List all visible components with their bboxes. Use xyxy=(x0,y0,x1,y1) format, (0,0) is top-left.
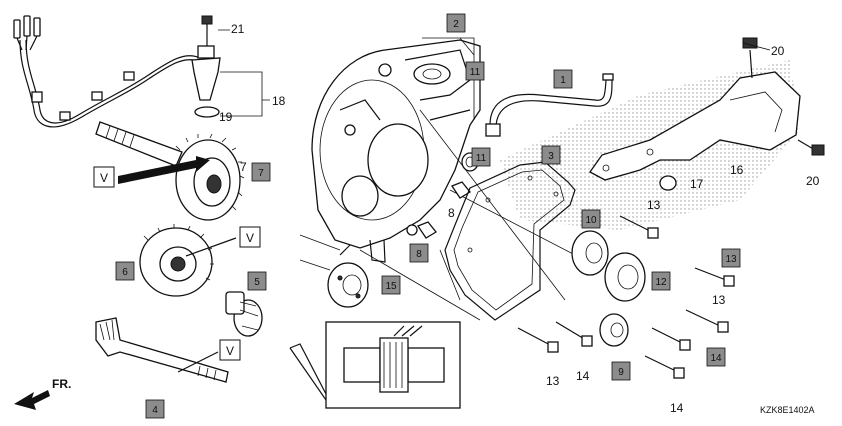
gear-6 xyxy=(139,224,214,297)
callout-17: 17 xyxy=(690,177,704,191)
box-label-14: 14 xyxy=(710,353,722,364)
cover-16 xyxy=(589,71,801,181)
callout-7: 7 xyxy=(240,160,247,174)
leader-20 xyxy=(742,42,771,51)
view-arrow-2 xyxy=(185,237,237,257)
final-shaft-gear-7 xyxy=(95,121,245,221)
callout-8: 8 xyxy=(448,206,455,220)
bearing-15 xyxy=(327,262,369,308)
view-arrow-3 xyxy=(177,351,219,373)
callout-18: 18 xyxy=(272,94,286,108)
bearing-detail-inset xyxy=(289,321,461,409)
callout-bracket-18 xyxy=(218,29,270,117)
callout-20-right: 20 xyxy=(806,174,820,188)
callout-13-a: 13 xyxy=(647,198,661,212)
box-label-9: 9 xyxy=(618,367,624,378)
box-label-13: 13 xyxy=(725,254,737,265)
pinion-5 xyxy=(225,291,263,337)
callout-13-c: 13 xyxy=(546,374,560,388)
callout-19: 19 xyxy=(219,110,233,124)
gasket-3 xyxy=(444,161,576,321)
view-markers: V V V xyxy=(93,166,261,361)
box-label-7: 7 xyxy=(258,168,264,179)
box-label-3: 3 xyxy=(548,151,554,162)
box-label-10: 10 xyxy=(585,215,597,226)
box-label-6: 6 xyxy=(122,267,128,278)
speed-sensor-harness xyxy=(13,15,221,128)
callout-14-a: 14 xyxy=(576,369,590,383)
box-label-12: 12 xyxy=(655,277,667,288)
boxed-callouts: 2 1 11 11 3 7 10 12 13 8 15 6 5 14 9 4 xyxy=(115,13,741,419)
diagram-code: KZK8E1402A xyxy=(760,405,815,415)
bolts-13-14 xyxy=(517,215,735,379)
box-label-11-a: 11 xyxy=(470,67,481,78)
cap-17 xyxy=(659,175,677,191)
bearing-10 xyxy=(571,230,609,276)
dowel-pins-8 xyxy=(417,181,471,239)
bearing-9 xyxy=(599,313,629,347)
leader-lines-2 xyxy=(299,234,341,271)
bolt-20-right xyxy=(797,139,825,156)
callout-13-b: 13 xyxy=(712,293,726,307)
box-label-2: 2 xyxy=(453,19,459,30)
leader-lines xyxy=(359,109,601,321)
box-label-15: 15 xyxy=(385,281,397,292)
view-marker-2: V xyxy=(246,231,254,245)
callout-21: 21 xyxy=(231,22,245,36)
callout-20-top: 20 xyxy=(771,44,785,58)
box-label-4: 4 xyxy=(152,405,158,416)
bearing-12 xyxy=(604,252,646,302)
view-arrow-1 xyxy=(118,156,210,184)
callout-14-b: 14 xyxy=(670,401,684,415)
front-arrow-icon xyxy=(14,390,50,410)
shaft-4 xyxy=(95,317,229,383)
callout-bracket-2 xyxy=(422,37,475,120)
box-label-1: 1 xyxy=(560,75,566,86)
crankcase-housing xyxy=(311,39,481,263)
box-label-8: 8 xyxy=(416,249,422,260)
box-label-11-b: 11 xyxy=(476,153,487,164)
view-marker-1: V xyxy=(100,171,108,185)
callout-16: 16 xyxy=(730,163,744,177)
box-label-5: 5 xyxy=(254,277,260,288)
front-direction-label: FR. xyxy=(52,377,71,391)
breather-pipe-1 xyxy=(485,73,614,137)
view-marker-3: V xyxy=(226,344,234,358)
